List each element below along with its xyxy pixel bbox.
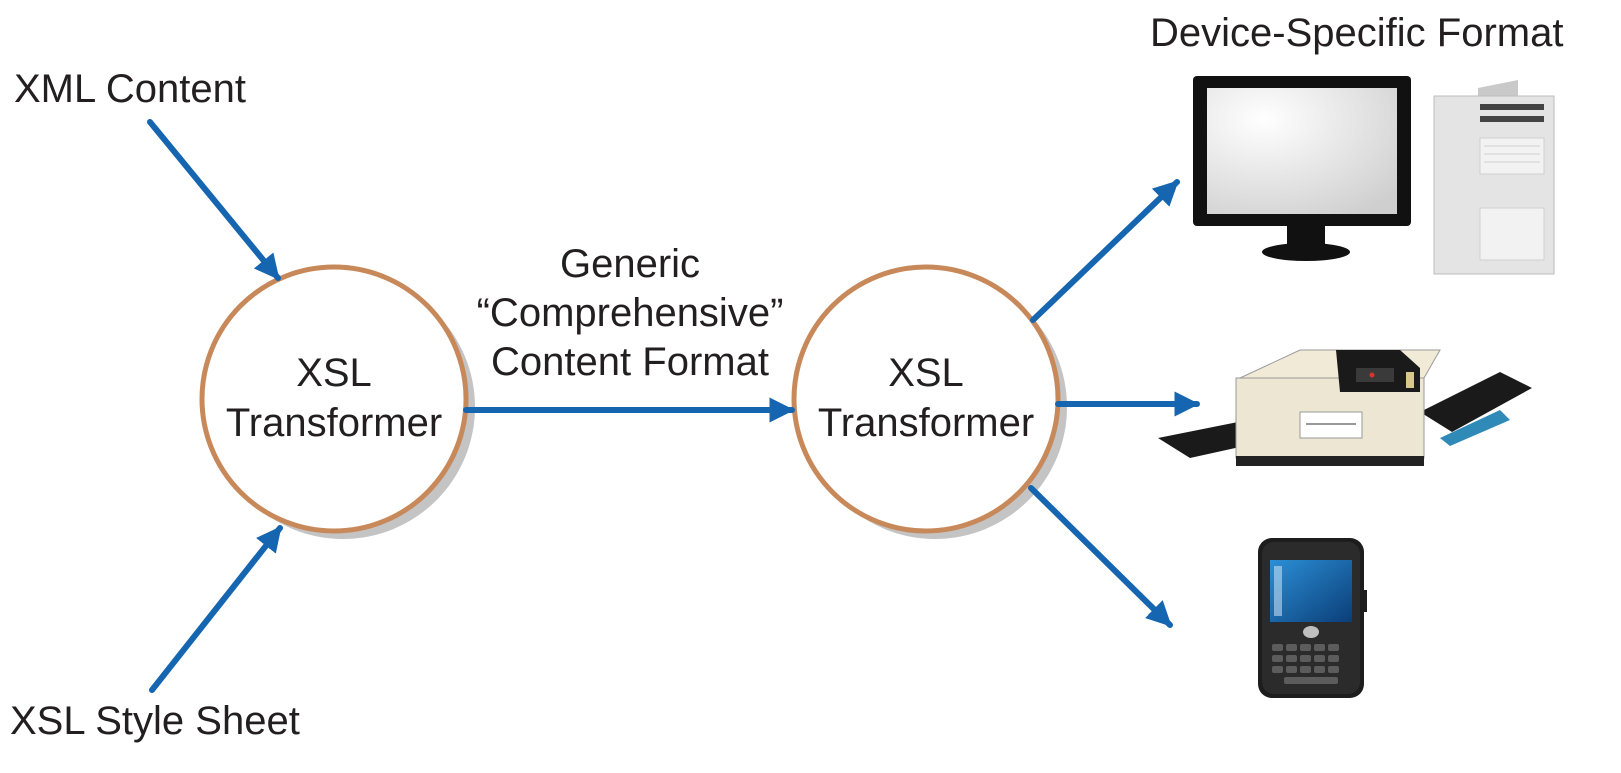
intermediate-line1: Generic xyxy=(559,242,701,286)
arrow-to-smartphone xyxy=(1028,485,1173,628)
xml-content-label: XML Content xyxy=(14,67,246,111)
desktop-computer-icon xyxy=(1193,76,1555,275)
xsl-style-sheet-label: XSL Style Sheet xyxy=(10,699,300,743)
intermediate-line3: Content Format xyxy=(491,339,769,384)
transformer-1-label: XSL Transformer xyxy=(214,348,454,448)
transformer-2-line1: XSL xyxy=(888,351,964,395)
transformer-2-label: XSL Transformer xyxy=(806,348,1046,448)
transformer-1-line1: XSL xyxy=(296,351,372,395)
smartphone-icon xyxy=(1258,538,1367,698)
arrow-xml-to-transformer xyxy=(147,119,281,281)
intermediate-format-label: Generic “Comprehensive” Content Format xyxy=(470,240,790,386)
transformer-2-line2: Transformer xyxy=(817,401,1035,445)
intermediate-line2: “Comprehensive” xyxy=(476,290,784,335)
printer-icon xyxy=(1158,349,1532,466)
arrow-to-desktop xyxy=(1030,179,1180,323)
transformer-1-circle xyxy=(199,264,475,539)
device-specific-format-heading: Device-Specific Format xyxy=(1150,11,1564,55)
arrow-stylesheet-to-transformer xyxy=(149,525,283,693)
transformer-2-circle xyxy=(791,264,1067,539)
transformer-1-line2: Transformer xyxy=(225,401,443,445)
